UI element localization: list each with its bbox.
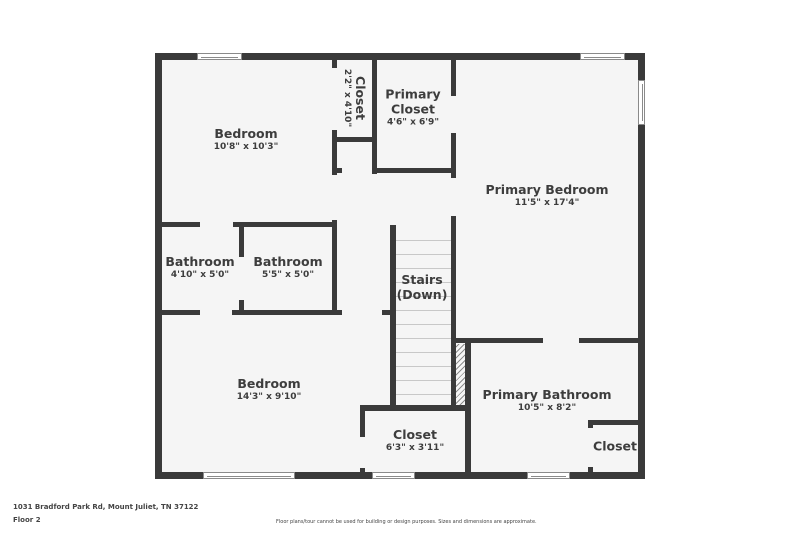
stairs — [395, 228, 451, 405]
wall — [239, 222, 244, 257]
exterior-wall-right — [638, 53, 645, 479]
wall — [332, 137, 377, 142]
wall — [588, 420, 642, 425]
room-stairs: Stairs (Down) — [397, 272, 448, 302]
room-name: Bedroom — [214, 126, 278, 141]
exterior-wall-top — [155, 53, 645, 60]
room-name: Bathroom — [253, 254, 323, 269]
property-address: 1031 Bradford Park Rd, Mount Juliet, TN … — [13, 503, 199, 511]
exterior-wall-left — [155, 53, 162, 479]
room-name: Primary Bedroom — [485, 182, 609, 197]
wall — [588, 467, 593, 474]
room-name: Closet — [393, 427, 437, 442]
window — [203, 472, 295, 479]
window — [527, 472, 570, 479]
window — [197, 53, 242, 60]
wall — [360, 468, 365, 474]
wall — [233, 222, 337, 227]
wall — [382, 310, 392, 315]
room-bedroom-1: Bedroom 10'8" x 10'3" — [214, 126, 279, 154]
chase-hatch — [455, 344, 465, 405]
wall — [451, 56, 456, 96]
wall — [390, 225, 396, 410]
room-bedroom-2: Bedroom 14'3" x 9'10" — [237, 376, 302, 404]
wall — [332, 56, 337, 68]
window — [580, 53, 625, 60]
wall — [360, 405, 471, 411]
disclaimer: Floor plans/tour cannot be used for buil… — [276, 519, 537, 525]
wall — [332, 220, 337, 310]
wall — [158, 310, 200, 315]
room-bathroom-2: Bathroom 5'5" x 5'0" — [253, 254, 322, 282]
wall — [451, 216, 456, 406]
room-name-line1: Stairs — [401, 272, 443, 287]
room-dimensions: 5'5" x 5'0" — [261, 270, 315, 280]
room-dimensions: 10'5" x 8'2" — [517, 403, 577, 413]
room-name: Closet — [353, 76, 368, 120]
room-name: Primary Bathroom — [482, 387, 612, 402]
room-closet-small: Closet 2'2" x 4'10" — [340, 69, 368, 127]
wall — [372, 56, 377, 174]
room-name: Closet — [593, 438, 637, 454]
wall — [158, 222, 200, 227]
wall — [332, 130, 337, 175]
wall — [451, 338, 543, 343]
room-closet-bath: Closet — [593, 439, 637, 454]
room-name-line2: Closet — [391, 101, 435, 117]
room-name-line1: Primary — [385, 86, 441, 102]
room-closet-hall: Closet 6'3" x 3'11" — [386, 427, 444, 455]
room-name: Bedroom — [237, 376, 301, 391]
wall — [451, 133, 456, 178]
window — [638, 80, 645, 125]
wall — [372, 168, 454, 173]
wall — [332, 168, 342, 173]
room-dimensions: 2'2" x 4'10" — [342, 68, 352, 128]
room-bathroom-1: Bathroom 4'10" x 5'0" — [165, 254, 234, 282]
wall — [588, 420, 593, 428]
window — [372, 472, 415, 479]
room-dimensions: 6'3" x 3'11" — [385, 443, 445, 453]
room-primary-bathroom: Primary Bathroom 10'5" x 8'2" — [483, 387, 612, 415]
room-name: Bathroom — [165, 254, 235, 269]
room-dimensions: 4'6" x 6'9" — [386, 117, 440, 128]
room-dimensions: 14'3" x 9'10" — [236, 392, 302, 402]
room-primary-closet: Primary Closet 4'6" x 6'9" — [385, 87, 440, 130]
wall — [579, 338, 641, 343]
room-primary-bedroom: Primary Bedroom 11'5" x 17'4" — [485, 182, 608, 210]
floor-label: Floor 2 — [13, 516, 41, 524]
wall — [360, 405, 365, 437]
room-dimensions: 10'8" x 10'3" — [213, 142, 279, 152]
room-dimensions: 4'10" x 5'0" — [170, 270, 230, 280]
wall — [232, 310, 342, 315]
room-dimensions: 11'5" x 17'4" — [514, 198, 580, 208]
room-name-line2: (Down) — [396, 287, 448, 302]
wall — [239, 300, 244, 312]
